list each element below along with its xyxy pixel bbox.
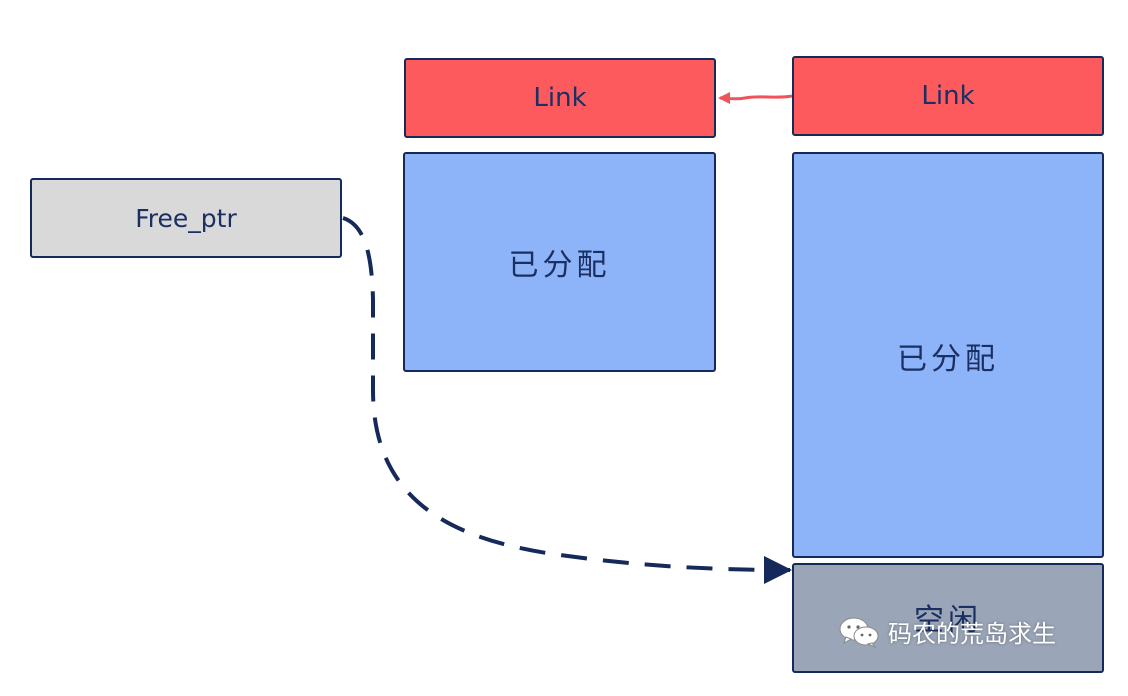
link-arrow: [718, 92, 793, 105]
allocated-label-2: 已分配: [897, 342, 999, 377]
free-ptr-box: Free_ptr: [30, 178, 342, 258]
link-label-2: Link: [921, 81, 975, 111]
allocated-label-1: 已分配: [508, 248, 611, 283]
watermark-text: 码农的荒岛求生: [888, 620, 1056, 648]
free-block: 空闲: [792, 563, 1104, 673]
allocated-block-2: 已分配: [792, 152, 1104, 558]
link-label-1: Link: [533, 83, 587, 113]
link-box-2: Link: [792, 56, 1104, 136]
free-ptr-arrow: [342, 216, 792, 584]
link-box-1: Link: [404, 58, 716, 138]
watermark: 码农的荒岛求生: [838, 614, 1056, 649]
free-ptr-label: Free_ptr: [135, 203, 237, 233]
allocated-block-1: 已分配: [403, 152, 716, 372]
free-block-label: 空闲: [914, 603, 982, 638]
wechat-icon: [839, 617, 879, 648]
